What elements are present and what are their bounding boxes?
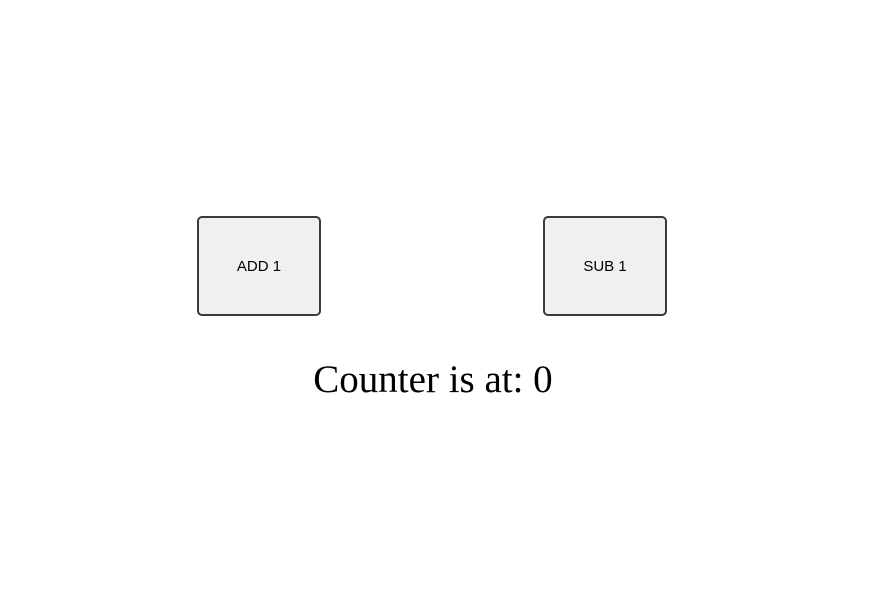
sub-1-button[interactable]: SUB 1 xyxy=(543,216,667,316)
counter-text: Counter is at: 0 xyxy=(313,358,553,401)
add-1-button[interactable]: ADD 1 xyxy=(197,216,321,316)
